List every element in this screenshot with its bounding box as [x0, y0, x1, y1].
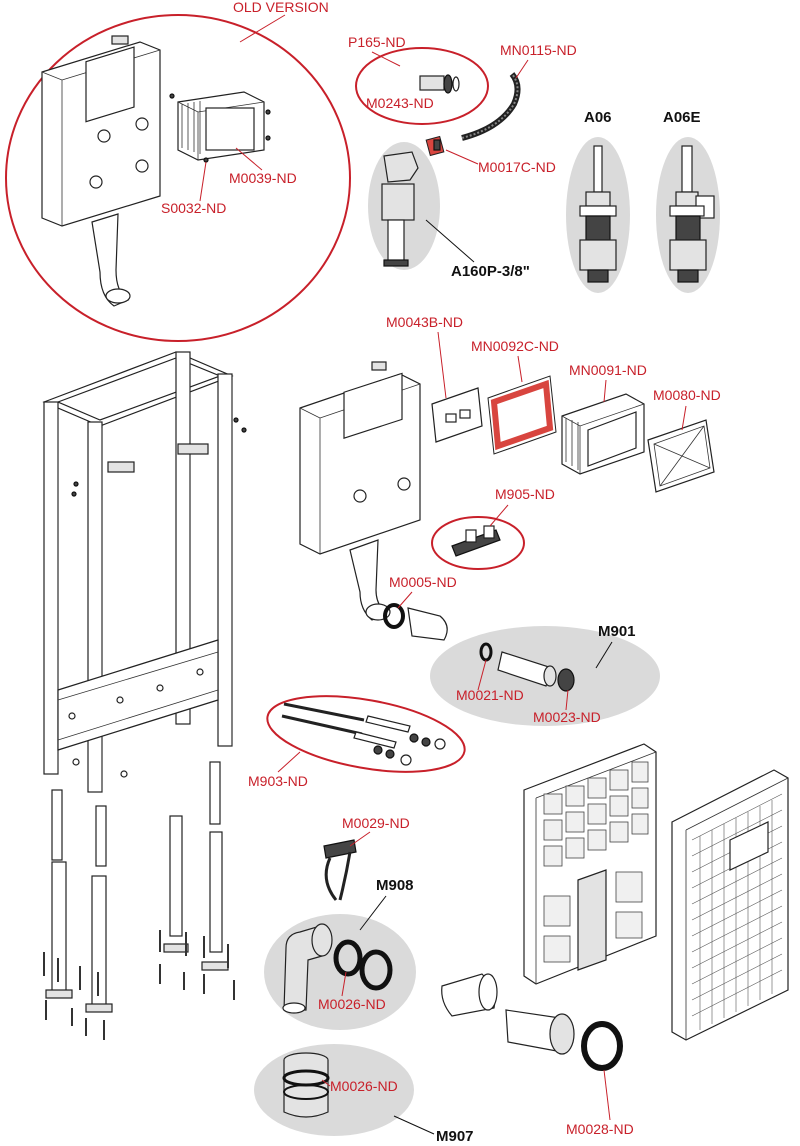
a06-flush-valve	[579, 145, 617, 283]
label-p165: P165-ND	[348, 34, 406, 50]
mn0092c-seal-frame	[487, 375, 557, 455]
m0043b-bracket	[431, 387, 483, 443]
old-frame-box	[177, 91, 265, 161]
m0029-holder	[323, 839, 357, 901]
old-version-group: OLD VERSION M0039-ND S0032-ND	[5, 0, 351, 342]
label-mn0092c: MN0092C-ND	[471, 338, 559, 354]
p165-highlight-ring	[355, 47, 489, 125]
label-mn0091: MN0091-ND	[569, 362, 647, 378]
label-m0017c: M0017C-ND	[478, 159, 556, 175]
m901-group: M901 M0021-ND M0023-ND	[430, 623, 660, 726]
label-m0026-a: M0026-ND	[318, 996, 386, 1012]
m903-rod-sleeves	[353, 715, 446, 766]
m0080-protective-cover	[647, 419, 715, 493]
label-a06: A06	[584, 109, 612, 126]
label-a06e: A06E	[663, 109, 701, 126]
label-m0023: M0023-ND	[533, 709, 601, 725]
protective-cover-front	[523, 743, 657, 985]
m0028-seal	[581, 1021, 623, 1071]
label-m0026-b: M0026-ND	[330, 1078, 398, 1094]
m0005-seal	[383, 603, 448, 641]
m0243-valve-part	[419, 74, 460, 94]
a06e-flush-valve	[669, 145, 715, 283]
m0028-group: M0028-ND	[441, 973, 634, 1137]
m901-pipe-set	[479, 642, 575, 692]
label-m0021: M0021-ND	[456, 687, 524, 703]
a160p-fill-valve	[381, 151, 419, 267]
m903-group: M903-ND	[248, 695, 466, 789]
mn0115-hose	[461, 72, 521, 141]
m903-highlight-ring	[266, 695, 466, 773]
frame-legs	[45, 761, 229, 1013]
mounting-frame	[42, 351, 247, 1040]
m903-rod-set	[281, 702, 365, 736]
m905-lever-part	[451, 525, 501, 557]
valve-group: P165-ND M0243-ND MN0115-ND M0017C-ND A16…	[348, 34, 720, 293]
label-a160p: A160P-3/8"	[451, 263, 530, 280]
label-m0029: M0029-ND	[342, 815, 410, 831]
label-m0005: M0005-ND	[389, 574, 457, 590]
m908-group: M0029-ND M908 M0026-ND	[264, 815, 416, 1030]
label-mn0115: MN0115-ND	[500, 42, 577, 58]
label-m0039: M0039-ND	[229, 170, 297, 186]
old-version-circle	[5, 14, 351, 342]
label-m0028: M0028-ND	[566, 1121, 634, 1137]
label-m0243: M0243-ND	[366, 95, 434, 111]
label-old-version: OLD VERSION	[233, 0, 329, 15]
m907-adapter	[282, 1052, 330, 1118]
frame-bolts	[43, 930, 235, 1040]
m908-bend-set	[282, 923, 393, 1014]
mn0091-frame-box	[561, 393, 645, 475]
label-m0043b: M0043B-ND	[386, 314, 463, 330]
label-m907: M907	[436, 1128, 474, 1145]
label-m908: M908	[376, 877, 414, 894]
protective-cover-back	[671, 769, 789, 1041]
label-m903: M903-ND	[248, 773, 308, 789]
label-m0080: M0080-ND	[653, 387, 721, 403]
label-s0032: S0032-ND	[161, 200, 226, 216]
cistern-group: M0043B-ND MN0092C-ND MN0091-ND M0080-ND	[299, 314, 721, 641]
m905-highlight-ring	[431, 516, 525, 570]
m0017c-clip	[425, 135, 445, 157]
m907-group: M0026-ND M907	[254, 1044, 474, 1145]
flush-pipe-extension	[441, 973, 575, 1055]
label-m901: M901	[598, 623, 636, 640]
label-m905: M905-ND	[495, 486, 555, 502]
